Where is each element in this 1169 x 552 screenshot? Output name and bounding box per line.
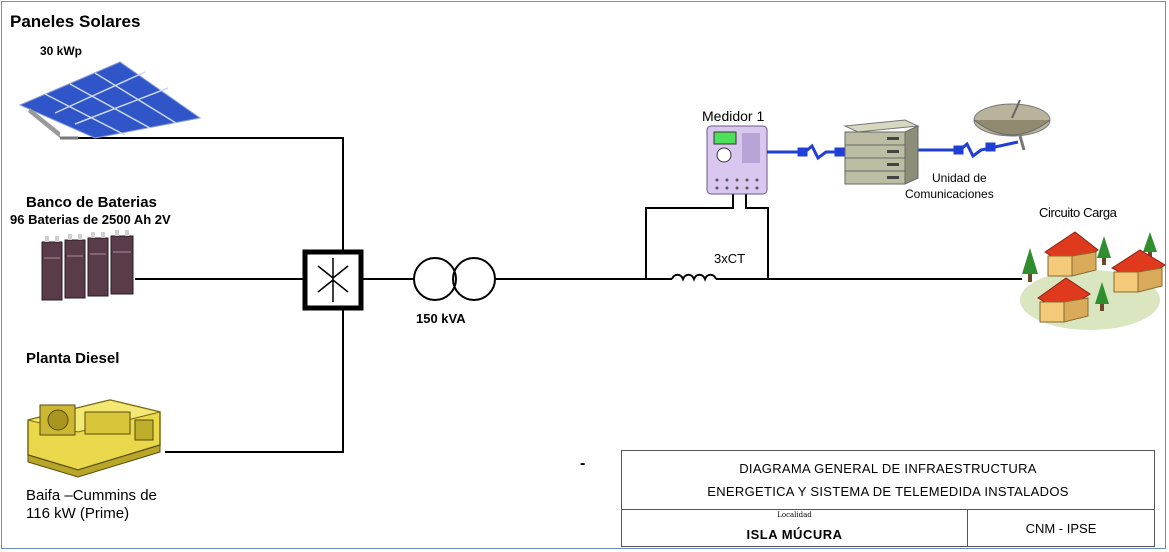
comms-unit-label-line1: Unidad de bbox=[932, 171, 987, 185]
load-circuit-label: Circuito Carga bbox=[1039, 205, 1117, 220]
communications-unit-icon bbox=[843, 119, 920, 185]
title-block-line2: ENERGETICA Y SISTEMA DE TELEMEDIDA INSTA… bbox=[707, 484, 1069, 499]
meter-label: Medidor 1 bbox=[702, 108, 765, 124]
transformer-rating-label: 150 kVA bbox=[416, 311, 466, 326]
comms-unit-label-line2: Comunicaciones bbox=[905, 187, 994, 201]
battery-bank-icon bbox=[41, 230, 134, 301]
transfer-switch-box bbox=[302, 249, 364, 311]
title-block-column-divider bbox=[967, 509, 968, 547]
diesel-plant-title: Planta Diesel bbox=[26, 350, 120, 367]
comm-link-meter-to-unit bbox=[767, 143, 845, 161]
stray-dash-mark: - bbox=[580, 455, 586, 472]
house-icon bbox=[1037, 277, 1091, 323]
house-icon bbox=[1111, 249, 1166, 293]
wiring bbox=[78, 137, 1022, 453]
energy-meter-icon bbox=[706, 125, 768, 195]
load-houses-icon bbox=[1020, 231, 1166, 330]
current-transformer-coil bbox=[671, 273, 717, 282]
comm-link-unit-to-antenna bbox=[912, 140, 1019, 159]
solar-panels-icon bbox=[18, 61, 202, 140]
transformer-symbol bbox=[413, 257, 496, 301]
title-block: DIAGRAMA GENERAL DE INFRAESTRUCTURA ENER… bbox=[621, 450, 1155, 547]
title-block-line1: DIAGRAMA GENERAL DE INFRAESTRUCTURA bbox=[739, 461, 1037, 476]
solar-capacity-label: 30 kWp bbox=[40, 44, 83, 58]
satellite-dish-icon bbox=[973, 99, 1051, 151]
tree-icon bbox=[1022, 232, 1157, 311]
diesel-feeder-wire bbox=[165, 308, 344, 453]
title-block-divider bbox=[622, 509, 1154, 510]
location-caption: Localidad bbox=[777, 511, 812, 519]
meter-voltage-wire bbox=[645, 194, 734, 279]
diesel-generator-icon bbox=[27, 399, 161, 478]
diesel-detail-line2: 116 kW (Prime) bbox=[26, 505, 130, 522]
project-code: CNM - IPSE bbox=[1025, 521, 1097, 536]
diesel-detail-line1: Baifa –Cummins de bbox=[26, 487, 157, 504]
solar-panels-title: Paneles Solares bbox=[10, 12, 141, 31]
meter-current-wire bbox=[745, 194, 769, 279]
house-icon bbox=[1044, 231, 1099, 277]
ct-label: 3xCT bbox=[714, 251, 746, 266]
location-name: ISLA MÚCURA bbox=[746, 527, 843, 542]
battery-bank-detail: 96 Baterias de 2500 Ah 2V bbox=[10, 212, 171, 227]
battery-bank-title: Banco de Baterias bbox=[26, 194, 157, 211]
solar-feeder-wire bbox=[78, 137, 344, 252]
